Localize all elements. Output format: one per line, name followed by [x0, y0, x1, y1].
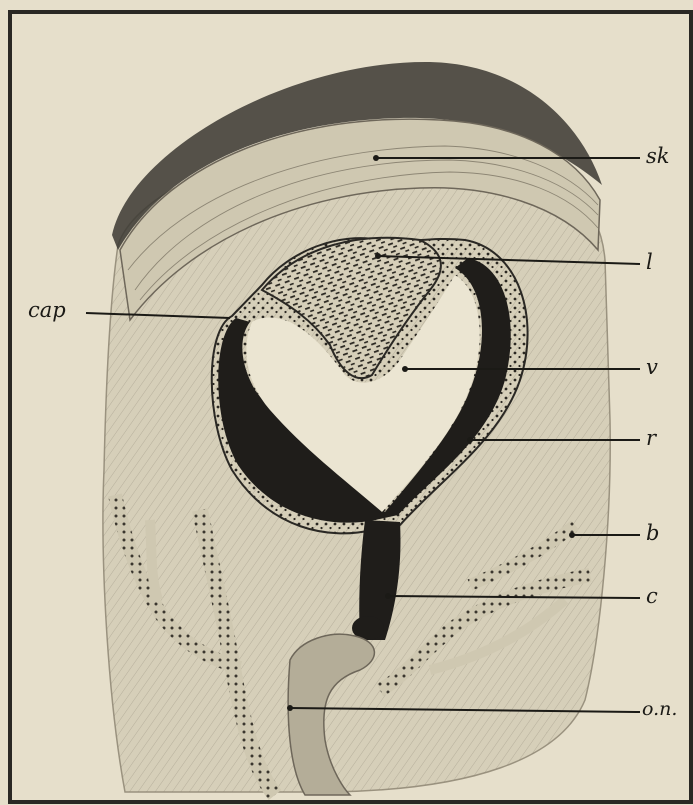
label-v: v — [646, 357, 658, 378]
label-l: l — [646, 252, 653, 273]
label-optic-nerve: o.n. — [642, 700, 677, 719]
label-r: r — [646, 428, 656, 449]
label-c: c — [646, 586, 658, 607]
label-sk: sk — [646, 146, 670, 167]
label-b: b — [646, 523, 659, 544]
label-cap: cap — [28, 300, 66, 321]
